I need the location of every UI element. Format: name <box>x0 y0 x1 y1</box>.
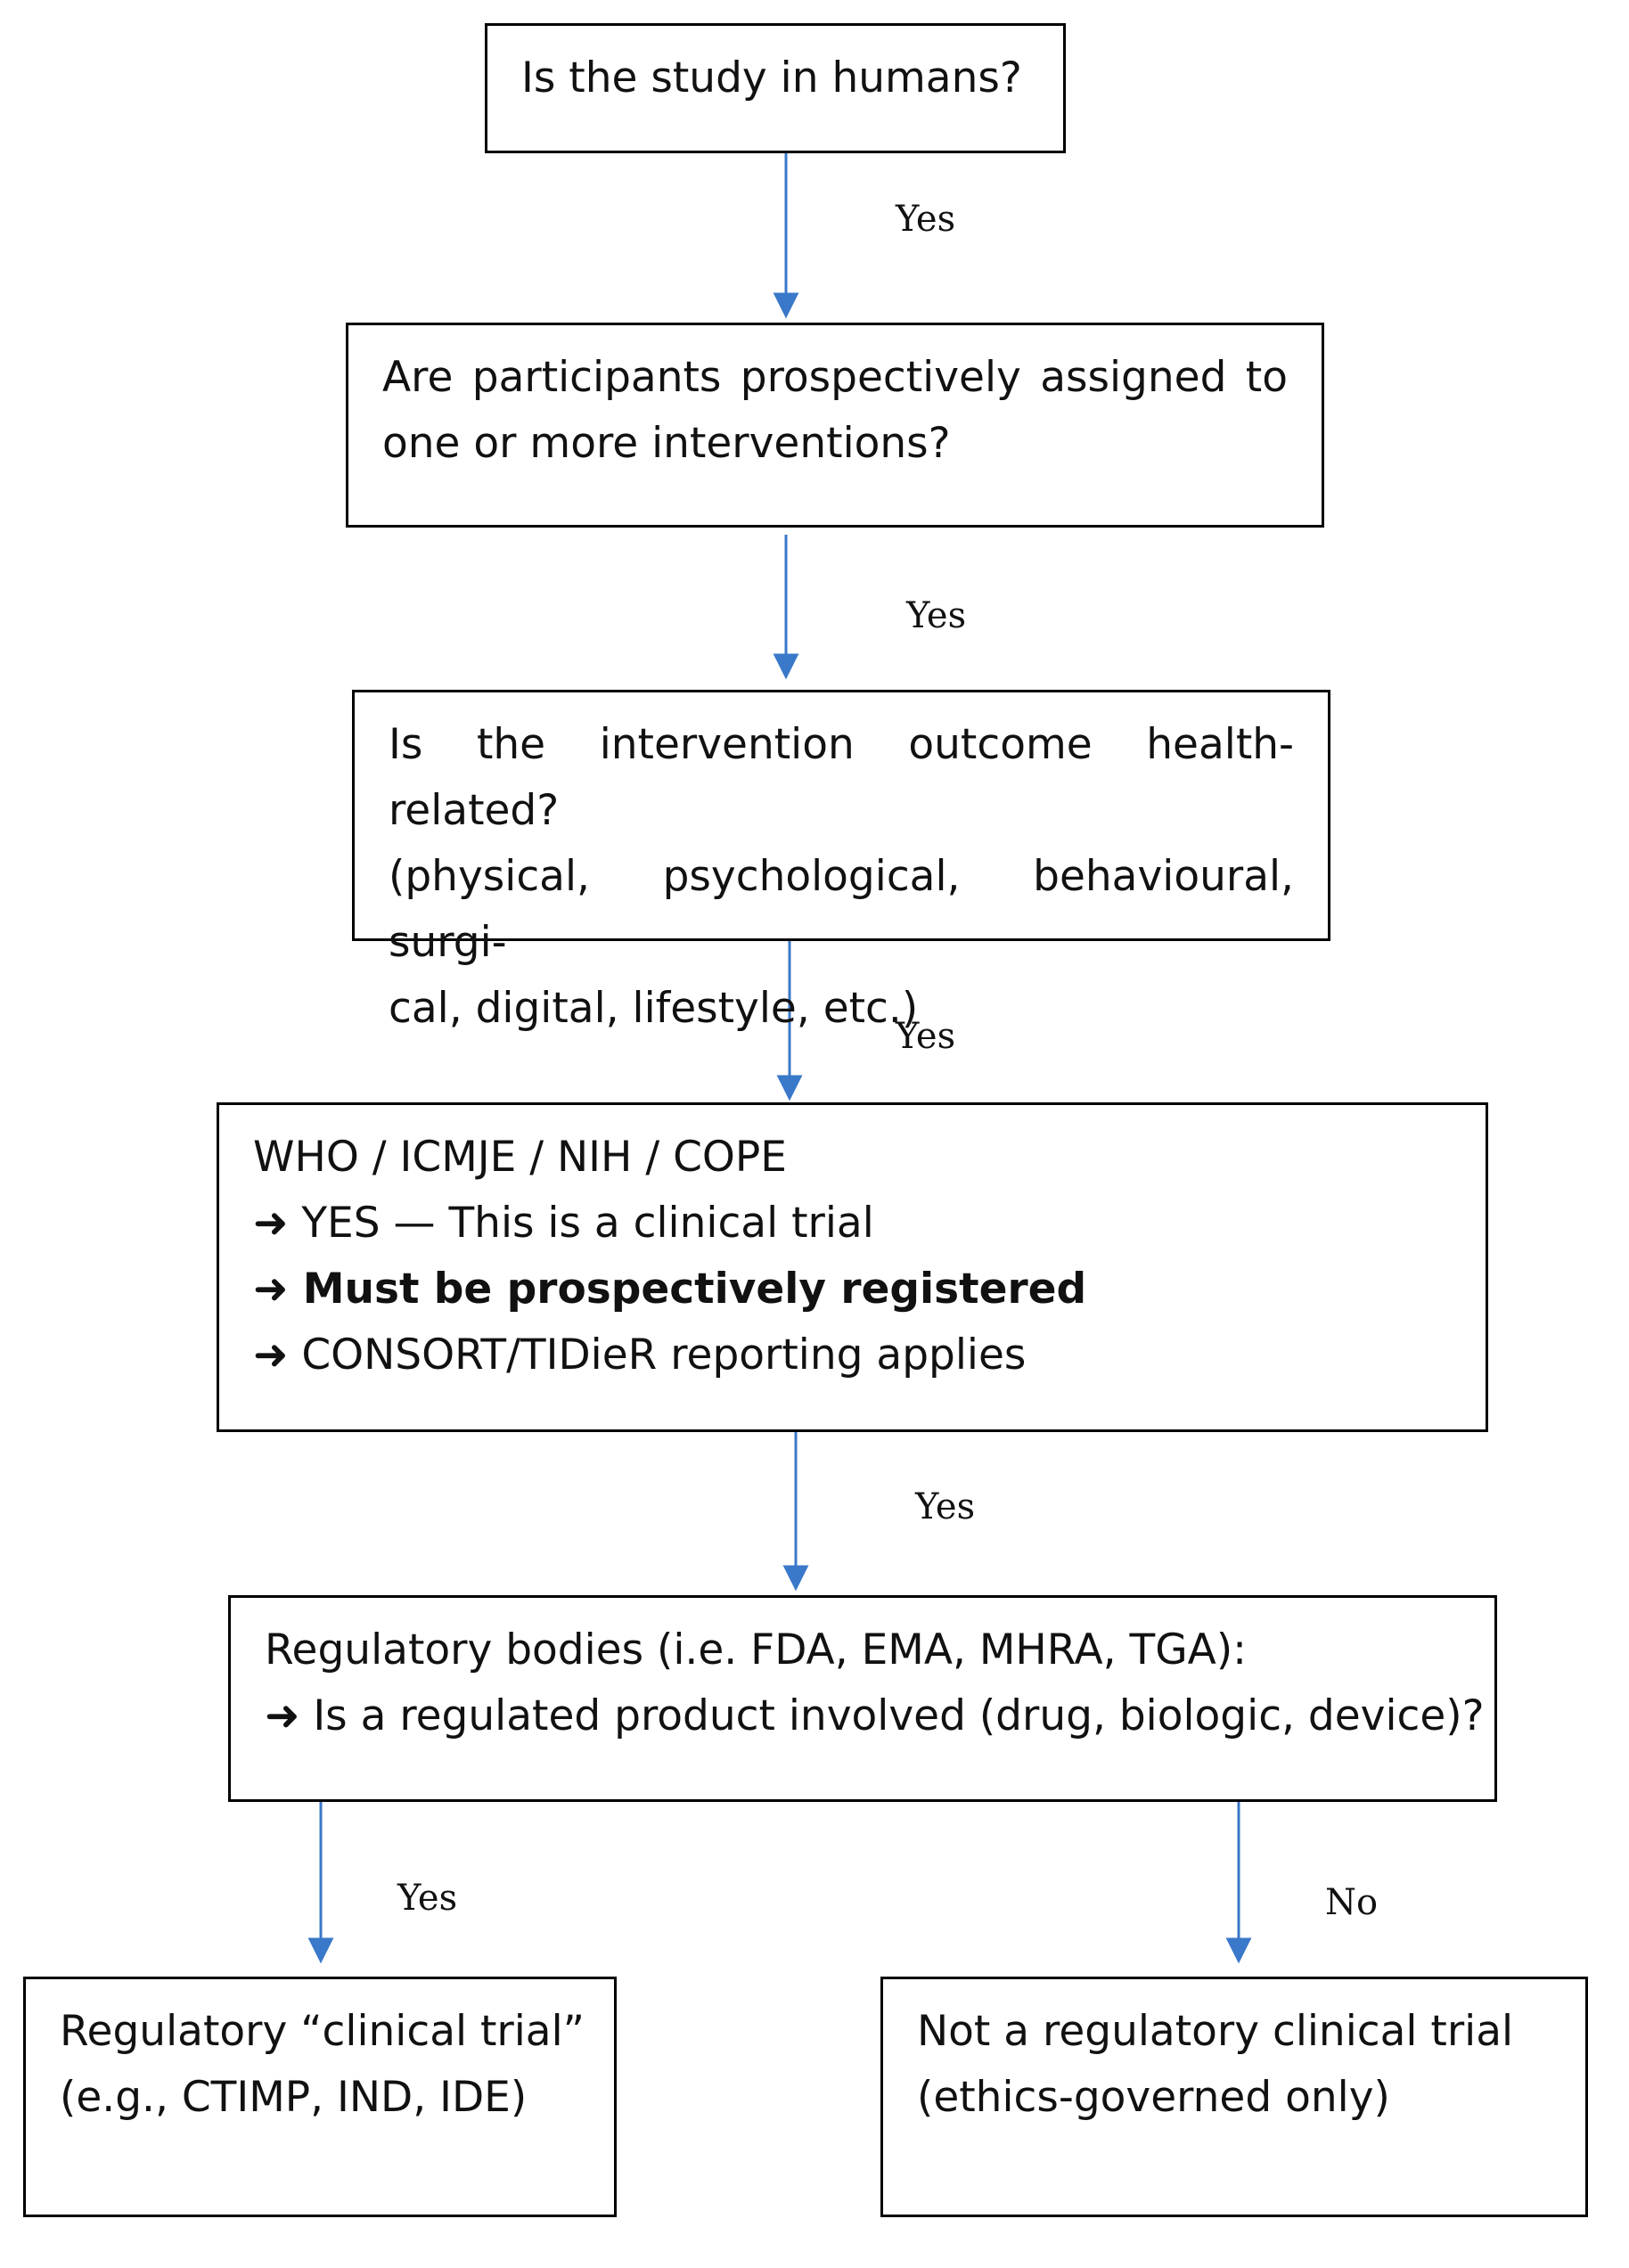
question-box-regulated-product: Regulatory bodies (i.e. FDA, EMA, MHRA, … <box>228 1595 1497 1802</box>
arrowhead-q3-q4 <box>776 1075 803 1101</box>
box-text-line: ➜ CONSORT/TIDieR reporting applies <box>253 1331 1027 1380</box>
arrowhead-q5-no <box>1225 1937 1252 1964</box>
outcome-box-not-regulatory-trial: Not a regulatory clinical trial (ethics-… <box>880 1977 1588 2217</box>
edge-label-q2-q3: Yes <box>906 595 967 636</box>
question-box-health-outcome: Is the intervention outcome health-relat… <box>352 690 1330 1033</box>
box-text-line: Not a regulatory clinical trial <box>917 2007 1514 2056</box>
arrowhead-q1-q2 <box>773 292 799 319</box>
edge-label-q4-q5: Yes <box>915 1486 976 1527</box>
box-text-line: Regulatory “clinical trial” <box>60 2007 585 2056</box>
outcome-box-regulatory-trial: Regulatory “clinical trial” (e.g., CTIMP… <box>23 1977 617 2217</box>
box-text-line: Is the intervention outcome health-relat… <box>389 720 1294 835</box>
box-text-line: Are participants prospectively assigned … <box>382 353 1288 402</box>
box-text-line: (e.g., CTIMP, IND, IDE) <box>60 2073 528 2122</box>
arrowhead-q2-q3 <box>773 653 799 680</box>
arrowhead-q5-yes <box>307 1937 334 1964</box>
decision-box-clinical-trial: WHO / ICMJE / NIH / COPE ➜ YES — This is… <box>217 1102 1488 1432</box>
edge-label-q5-yes: Yes <box>397 1878 458 1919</box>
edge-label-q3-q4: Yes <box>896 1016 956 1057</box>
box-text-line-bold: ➜ Must be prospectively registered <box>253 1265 1087 1314</box>
edge-label-q1-q2: Yes <box>896 199 956 240</box>
box-text-line: ➜ YES — This is a clinical trial <box>253 1199 874 1248</box>
edge-label-q5-no: No <box>1325 1882 1379 1923</box>
box-text-line: ➜ Is a regulated product involved (drug,… <box>265 1691 1485 1740</box>
arrowhead-q4-q5 <box>782 1565 809 1592</box>
question-box-humans: Is the study in humans? <box>485 23 1066 153</box>
box-text-line: one or more interventions? <box>382 419 951 468</box>
box-text-line: WHO / ICMJE / NIH / COPE <box>253 1133 787 1182</box>
box-text-line: (ethics-governed only) <box>917 2073 1390 2122</box>
box-text-line: Regulatory bodies (i.e. FDA, EMA, MHRA, … <box>265 1625 1247 1674</box>
box-text-line: cal, digital, lifestyle, etc.) <box>389 984 919 1033</box>
question-box-assignment: Are participants prospectively assigned … <box>346 323 1324 528</box>
box-text-line: Is the study in humans? <box>521 53 1022 102</box>
box-text-line: (physical, psychological, behavioural, s… <box>389 852 1294 967</box>
